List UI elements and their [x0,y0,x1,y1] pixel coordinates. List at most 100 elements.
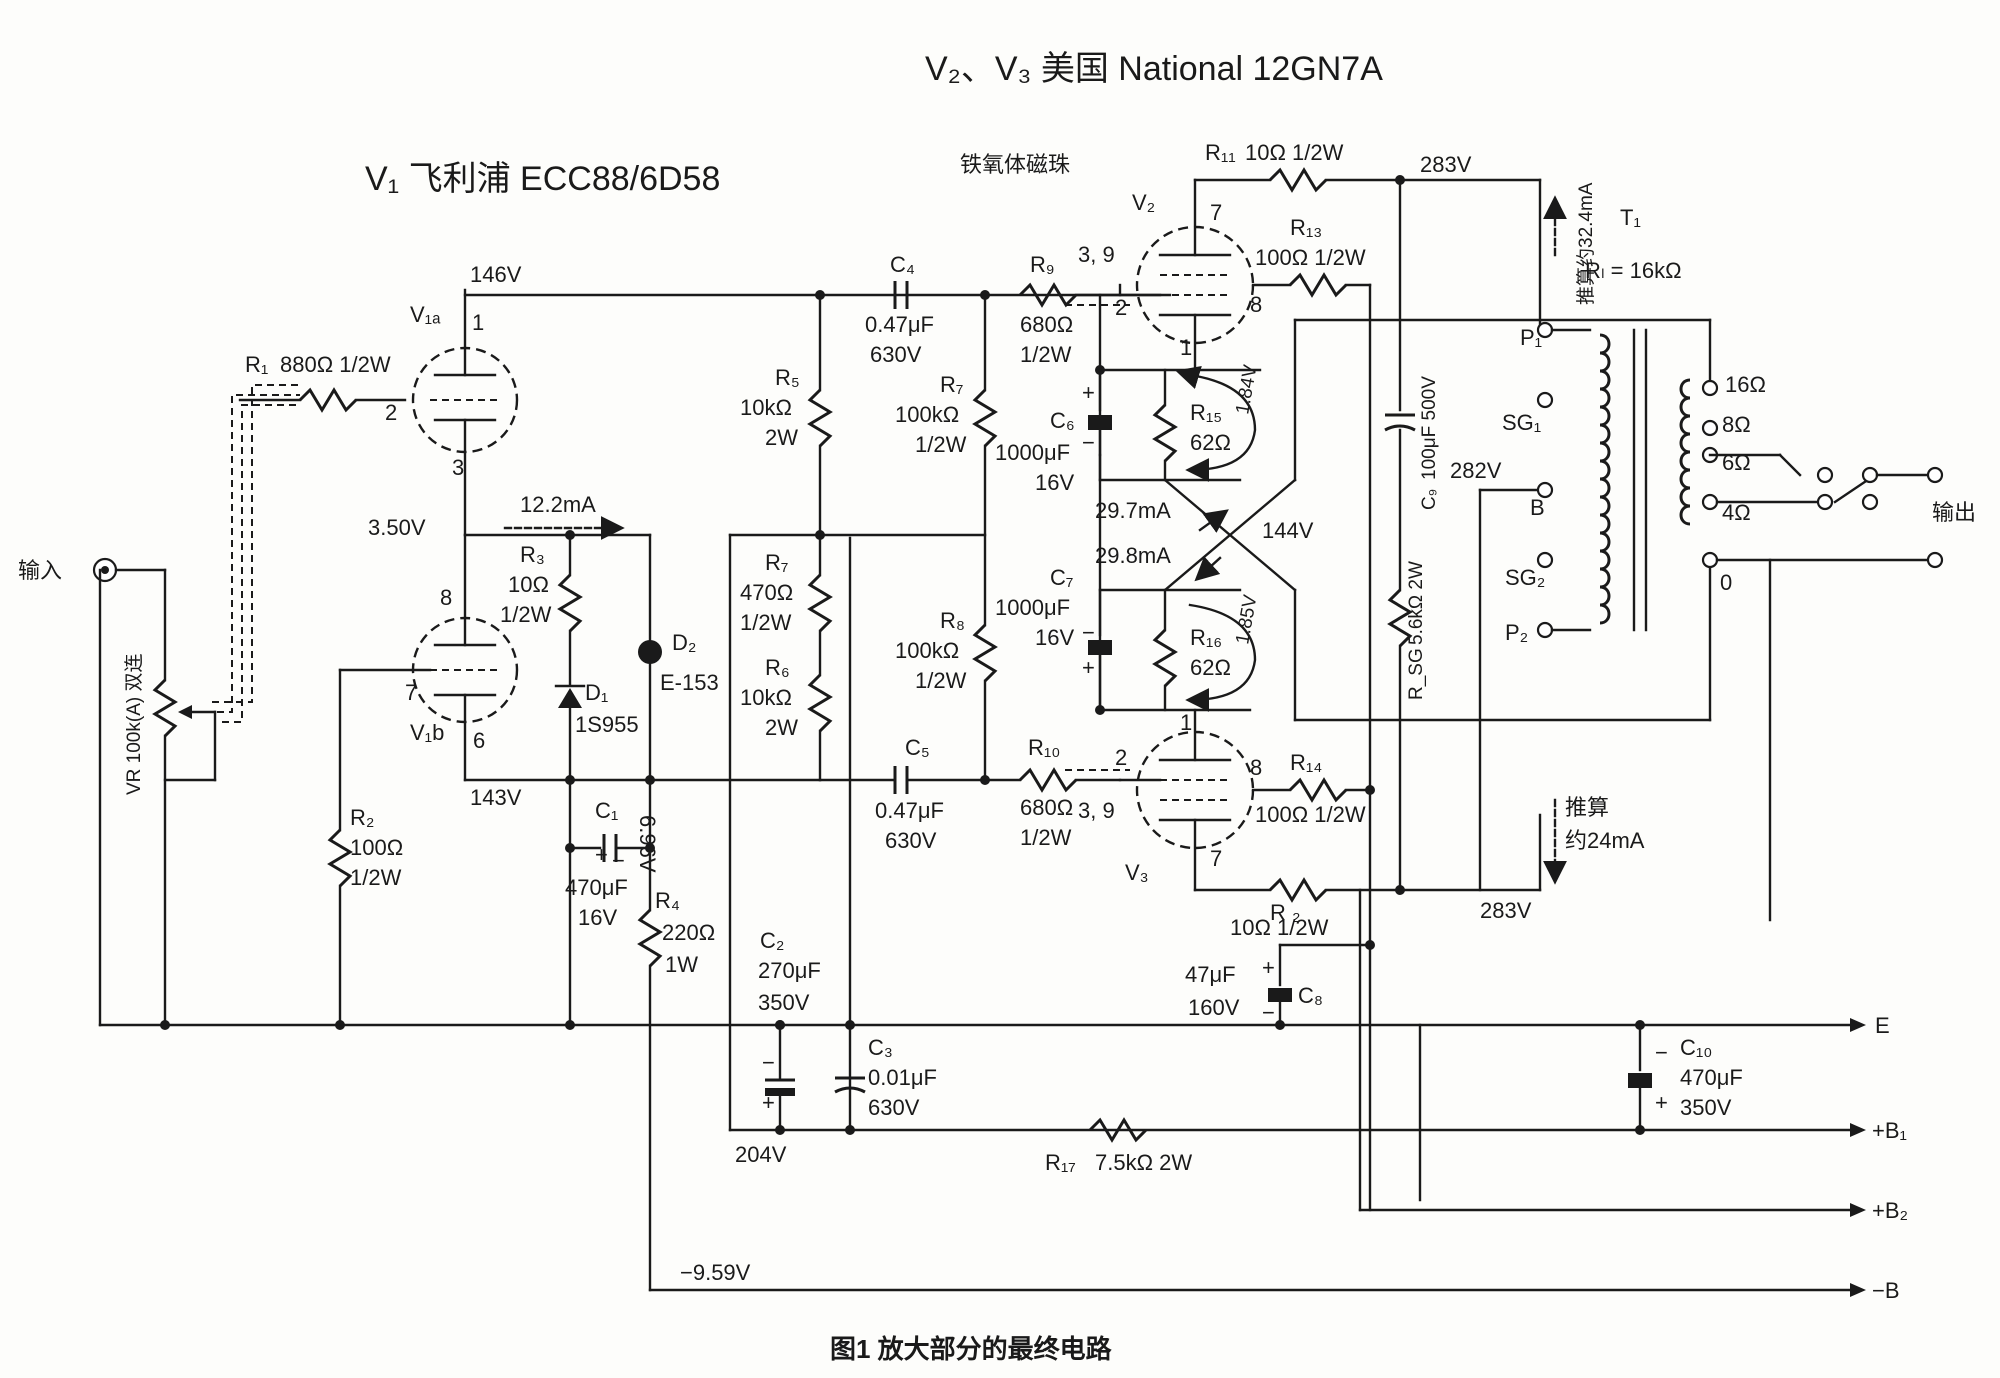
v1b-name: V₁b [410,720,444,745]
r10-name: R₁₀ [1028,735,1060,760]
v1a-name: V₁ₐ [410,302,441,327]
tap-6: 6Ω [1722,450,1751,475]
tube-v3 [1118,730,1542,903]
d2-value: E-153 [660,670,719,695]
r6-name: R₆ [765,655,790,680]
rsg-name: R_SG [1406,648,1427,700]
r1-name: R₁ [245,352,268,377]
tap-p1: P₁ [1520,325,1542,350]
r11-name: R₁₁ [1205,140,1236,165]
c1-value1: 470μF [565,875,628,900]
c4-name: C₄ [890,252,915,277]
rl-label: Rₗ = 16kΩ [1585,258,1682,283]
current-122: 12.2mA [520,492,596,517]
tap-16: 16Ω [1725,372,1766,397]
v3-pin7: 7 [1210,846,1222,871]
c10-minus: − [1655,1040,1668,1065]
voltage-143: 143V [470,785,522,810]
voltage-283-top: 283V [1420,152,1472,177]
c6-value2: 16V [1035,470,1074,495]
tap-b: B [1530,495,1545,520]
rail-b2: +B₂ [1872,1198,1908,1223]
v3-name: V₃ [1125,860,1149,885]
figure-caption: 图1 放大部分的最终电路 [830,1334,1113,1364]
r16-name: R₁₆ [1190,625,1222,650]
divider-network [728,293,987,1135]
r7a-value2: 1/2W [740,610,792,635]
v3-pin1: 1 [1180,710,1192,735]
tap-sg2: SG₂ [1505,565,1545,590]
v1b-pin7: 7 [405,680,417,705]
cathode-network [463,516,663,1292]
d1-value: 1S955 [575,712,639,737]
c10-value1: 470μF [1680,1065,1743,1090]
voltage-696: 6.96V [635,815,660,873]
c8-value2: 160V [1188,995,1240,1020]
current-298: 29.8mA [1095,543,1171,568]
c9-name: C₉ [1419,489,1440,510]
r3-name: R₃ [520,542,545,567]
r16-value: 62Ω [1190,655,1231,680]
r15-value: 62Ω [1190,430,1231,455]
c7-plus: + [1082,655,1095,680]
r14-name: R₁₄ [1290,750,1322,775]
r4-value2: 1W [665,952,698,977]
title-v1: V₁ 飞利浦 ECC88/6D58 [365,160,720,198]
voltage-204: 204V [735,1142,787,1167]
cross-wires [1163,318,1712,722]
r5-value1: 10kΩ [740,395,792,420]
r11-value: 10Ω 1/2W [1245,140,1344,165]
v2-pin1: 1 [1180,335,1192,360]
r12-name: R ₂ [1270,900,1301,925]
v2-pin39: 3, 9 [1078,242,1115,267]
coupling-network [818,281,1130,794]
c5-value1: 0.47μF [875,798,944,823]
c3-value1: 0.01μF [868,1065,937,1090]
r14-value: 100Ω 1/2W [1255,802,1366,827]
estimate-top: 推算约32.4mA [1575,182,1597,305]
r9-value1: 680Ω [1020,312,1073,337]
voltage-144: 144V [1262,518,1314,543]
c4-value1: 0.47μF [865,312,934,337]
c8-name: C₈ [1298,983,1323,1008]
c4-value2: 630V [870,342,922,367]
c2-name: C₂ [760,928,784,953]
vr-label: VR 100k(A) 双连 [123,654,145,795]
r3-value2: 1/2W [500,602,552,627]
v3-cathode-network [1088,588,1257,762]
c1-plus: + [595,842,608,867]
c1-name: C₁ [595,798,618,823]
r15-name: R₁₅ [1190,400,1222,425]
c6-name: C₆ [1050,408,1075,433]
r2-value1: 100Ω [350,835,403,860]
r4-value1: 220Ω [662,920,715,945]
voltage-959: −9.59V [680,1260,751,1285]
voltage-185: 1.85V [1232,593,1261,646]
c6-value1: 1000μF [995,440,1070,465]
r13-value: 100Ω 1/2W [1255,245,1366,270]
r9-name: R₉ [1030,252,1055,277]
c6-minus: − [1082,430,1095,455]
v2-name: V₂ [1132,190,1155,215]
tap-p2: P₂ [1505,620,1528,645]
c2-minus: − [762,1050,775,1075]
tube-v1 [327,288,822,1030]
r2-value2: 1/2W [350,865,402,890]
c5-name: C₅ [905,735,930,760]
c8-minus: − [1262,1000,1275,1025]
c8-network [1268,940,1375,1030]
c2-value2: 350V [758,990,810,1015]
v2-pin7: 7 [1210,200,1222,225]
input-section [92,384,407,1030]
c9-value: 100μF 500V [1419,376,1440,480]
r12-value: 10Ω 1/2W [1230,915,1329,940]
v1a-pin1: 1 [472,310,484,335]
r6-value1: 10kΩ [740,685,792,710]
voltage-146: 146V [470,262,522,287]
c2-value1: 270μF [758,958,821,983]
r8-value2: 1/2W [915,668,967,693]
rail-b1: +B₁ [1872,1118,1907,1143]
